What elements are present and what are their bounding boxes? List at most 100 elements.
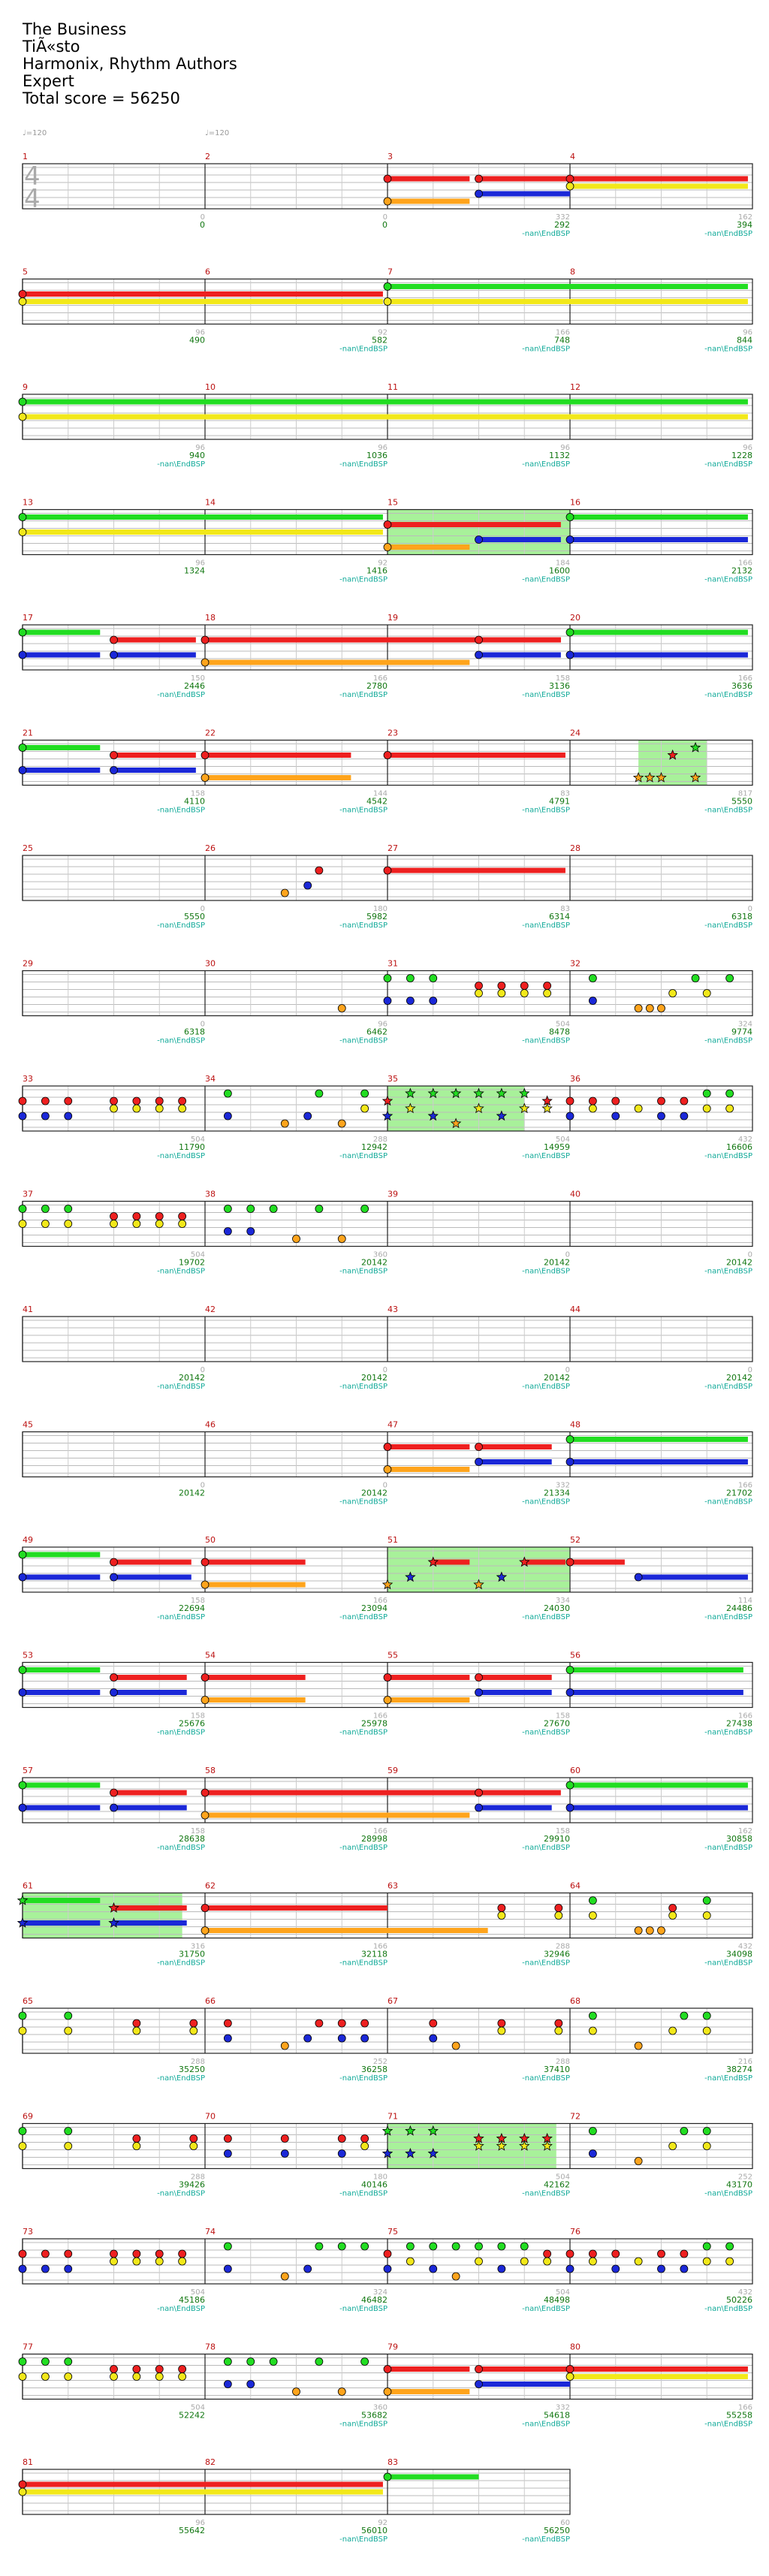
note-orange (657, 1926, 665, 1935)
measure-cumulative-score: 2446 (184, 681, 205, 691)
note-star-orange (381, 1579, 394, 1590)
note-blue (429, 2264, 438, 2273)
note-blue (565, 535, 574, 544)
note-blue (18, 1688, 27, 1697)
note-red (223, 2134, 232, 2143)
note-blue (680, 1112, 689, 1121)
measure-number: 74 (205, 2227, 216, 2237)
note-yellow (18, 528, 27, 536)
measure-beat-score: 166 (738, 674, 752, 683)
measure-event-label: -nan\EndBSP (157, 691, 205, 699)
note-sustain-red (113, 1905, 187, 1911)
note-sustain-blue (478, 652, 561, 658)
measure-beat-score: 216 (738, 2058, 752, 2066)
note-star-green (473, 1087, 484, 1099)
note-star-blue (108, 1917, 119, 1928)
measure-beat-score: 0 (383, 1366, 388, 1374)
note-red (18, 1096, 27, 1106)
measure-event-label: -nan\EndBSP (704, 230, 752, 238)
measure-beat-score: 0 (201, 1366, 205, 1374)
note-sustain-orange (388, 1467, 470, 1472)
note-green (725, 2242, 734, 2251)
note-orange (201, 1926, 210, 1935)
note-red (41, 2249, 50, 2258)
measure-event-label: -nan\EndBSP (704, 1383, 752, 1391)
note-green (315, 1205, 324, 1213)
note-red (565, 1558, 574, 1567)
note-red (201, 635, 210, 644)
measure-event-label: -nan\EndBSP (339, 1268, 388, 1276)
note-yellow (64, 2372, 73, 2381)
measure-number: 59 (388, 1766, 398, 1775)
measure-beat-score: 504 (191, 1136, 205, 1144)
measure-event-label: -nan\EndBSP (522, 1383, 570, 1391)
measure-number: 49 (23, 1535, 33, 1545)
measure-cumulative-score: 28638 (179, 1834, 205, 1844)
note-yellow (520, 989, 529, 997)
measure-event-label: -nan\EndBSP (522, 1613, 570, 1621)
measure-beat-score: 83 (560, 905, 570, 913)
note-green (64, 2011, 73, 2020)
note-yellow (155, 2372, 164, 2381)
note-yellow (18, 1220, 27, 1228)
measure-beat-score: 504 (556, 2173, 570, 2182)
note-orange (645, 1926, 654, 1935)
note-blue (223, 1227, 232, 1235)
measure-cumulative-score: 9774 (731, 1027, 752, 1037)
measure-number: 2 (205, 152, 210, 161)
measure-event-label: -nan\EndBSP (522, 1152, 570, 1160)
note-sustain-blue (23, 1805, 101, 1811)
measure-beat-score: 0 (383, 213, 388, 222)
note-blue (475, 535, 483, 544)
measure-number: 36 (570, 1074, 581, 1084)
note-star-yellow (519, 2140, 530, 2151)
note-orange (383, 2387, 392, 2396)
measure-cumulative-score: 25676 (179, 1719, 205, 1729)
measure-cumulative-score: 43170 (726, 2180, 752, 2190)
measure-number: 25 (23, 843, 33, 853)
note-red (565, 2365, 574, 2373)
note-star-green (496, 1087, 508, 1099)
measure-cumulative-score: 55258 (726, 2411, 752, 2421)
note-sustain-red (205, 1559, 306, 1565)
measure-beat-score: 158 (191, 1712, 205, 1721)
song-artist: TiÃ«sto (23, 38, 80, 56)
measure-beat-score: 162 (738, 213, 752, 222)
note-star-green (450, 1087, 462, 1099)
note-green (588, 1896, 597, 1905)
note-star-red (519, 1556, 530, 1567)
measure-event-label: -nan\EndBSP (339, 2074, 388, 2083)
note-blue (246, 1227, 255, 1235)
measure-event-label: -nan\EndBSP (522, 2305, 570, 2313)
measure-number: 14 (205, 498, 216, 508)
measure-event-label: -nan\EndBSP (704, 2190, 752, 2198)
note-sustain-blue (113, 652, 196, 658)
measure-cumulative-score: 5550 (184, 912, 205, 922)
measure-event-label: -nan\EndBSP (704, 2305, 752, 2313)
note-blue (565, 1112, 574, 1121)
time-signature-numerator: 4 (24, 161, 41, 192)
measure-number: 77 (23, 2342, 33, 2352)
measure-number: 64 (570, 1881, 581, 1891)
note-red (41, 1096, 50, 1106)
measure-number: 18 (205, 613, 216, 623)
note-red (132, 1212, 141, 1220)
measure-event-label: -nan\EndBSP (704, 1037, 752, 1045)
measure-beat-score: 166 (738, 1712, 752, 1721)
measure-cumulative-score: 844 (737, 336, 752, 345)
total-score: Total score = 56250 (23, 89, 180, 107)
note-sustain-blue (478, 2381, 570, 2387)
note-yellow (702, 2257, 711, 2266)
note-sustain-blue (23, 768, 101, 773)
note-red (337, 2134, 346, 2143)
note-sustain-red (478, 1444, 552, 1449)
note-green (18, 2011, 27, 2020)
measure-cumulative-score: 38274 (726, 2065, 752, 2074)
note-star-blue (381, 1110, 394, 1121)
measure-event-label: -nan\EndBSP (339, 2190, 388, 2198)
tempo-marker: ♩=120 (205, 129, 230, 137)
measure-number: 7 (388, 267, 393, 277)
note-green (360, 1205, 369, 1213)
measure-cumulative-score: 23094 (361, 1603, 388, 1613)
measure-beat-score: 252 (738, 2173, 752, 2182)
